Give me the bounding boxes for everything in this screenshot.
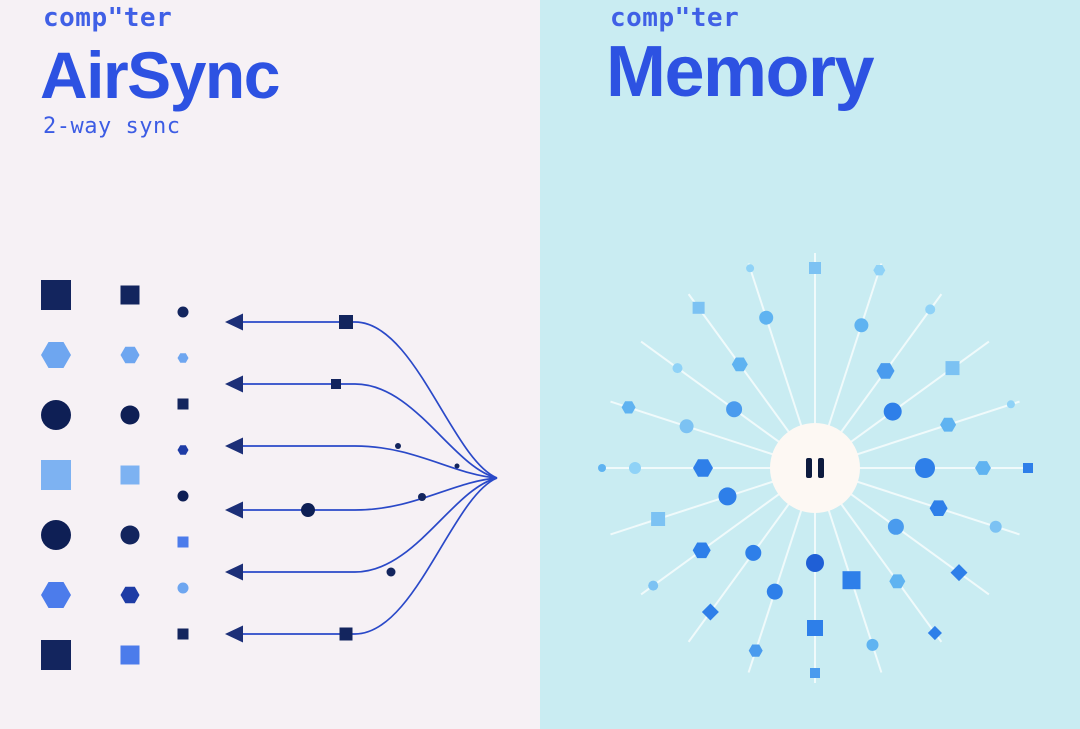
- airsync-diagram: [41, 280, 498, 670]
- arrowhead-left-icon: [225, 437, 243, 455]
- computer-logo: comp"ter: [610, 3, 740, 33]
- memory-diagram: [598, 253, 1033, 683]
- arrowhead-left-icon: [225, 563, 243, 581]
- airsync-panel: comp"ter AirSync 2-way sync: [0, 0, 540, 729]
- pause-icon: [806, 458, 824, 478]
- airsync-title: AirSync: [40, 38, 280, 112]
- arrowhead-left-icon: [225, 313, 243, 331]
- arrowhead-left-icon: [225, 375, 243, 393]
- memory-center-circle: [770, 423, 860, 513]
- arrowhead-left-icon: [225, 501, 243, 519]
- memory-panel: comp"ter Memory: [540, 0, 1080, 729]
- memory-title: Memory: [606, 32, 875, 112]
- computer-logo: comp"ter: [43, 3, 173, 33]
- arrowhead-left-icon: [225, 625, 243, 643]
- airsync-subtitle: 2-way sync: [43, 114, 181, 139]
